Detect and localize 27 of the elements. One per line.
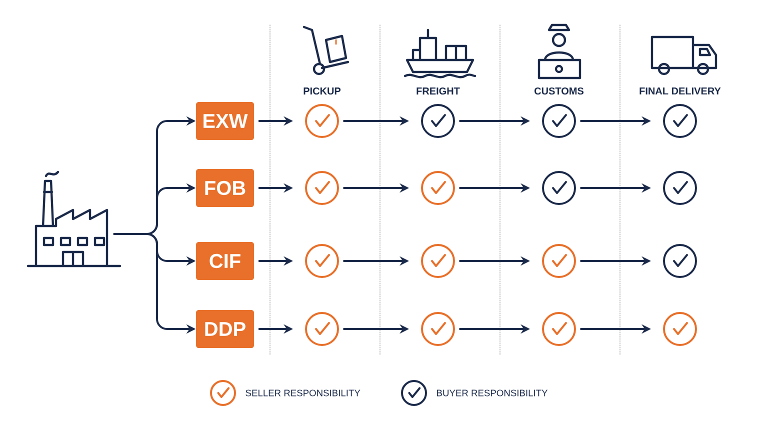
term-box: EXW [196,102,254,140]
factory-drawing [26,170,122,268]
term-box: CIF [196,242,254,280]
column-header: FREIGHT [416,87,460,95]
column-header: CUSTOMS [534,87,584,95]
check-circle [305,104,339,138]
check-circle [421,171,455,205]
term-box: FOB [196,169,254,207]
term-box: DDP [196,310,254,348]
check-circle [663,244,697,278]
check-circle [663,104,697,138]
check-circle [421,312,455,346]
check-circle [663,171,697,205]
check-circle [542,244,576,278]
check-circle [305,244,339,278]
legend-text: BUYER RESPONSIBILITY [437,390,548,396]
check-circle [663,312,697,346]
check-circle [305,312,339,346]
check-circle [542,104,576,138]
check-circle [305,171,339,205]
check-circle [542,171,576,205]
check-circle [421,244,455,278]
check-circle [542,312,576,346]
column-header: PICKUP [304,87,341,95]
column-header: FINAL DELIVERY [640,88,721,94]
check-circle [421,104,455,138]
legend-text: SELLER RESPONSIBILITY [246,390,360,396]
